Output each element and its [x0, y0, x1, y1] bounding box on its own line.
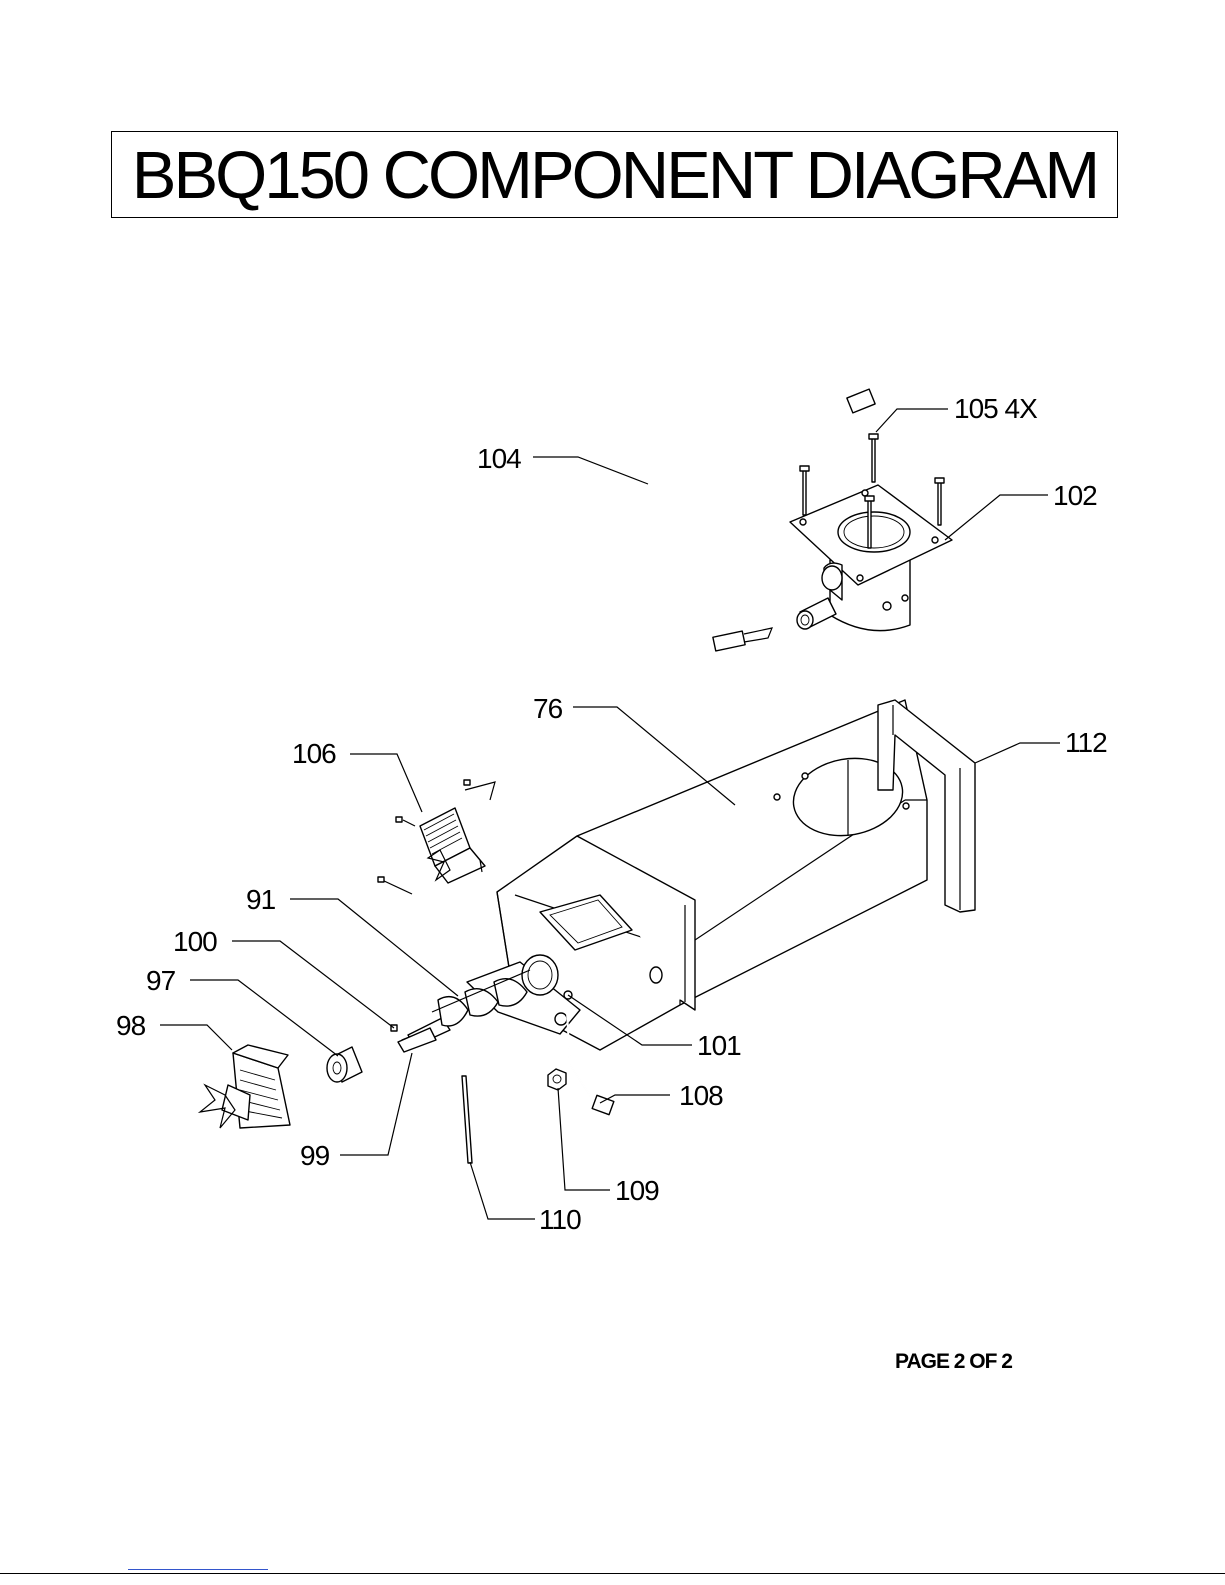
footer-rule [0, 1573, 1225, 1574]
callout-97: 97 [146, 965, 176, 996]
callout-110: 110 [539, 1204, 581, 1235]
callout-104: 104 [477, 443, 521, 474]
part-110-rod [462, 1076, 472, 1163]
part-76-auger-tube [467, 700, 927, 1050]
callout-99: 99 [300, 1140, 330, 1171]
part-109-nut [548, 1069, 566, 1090]
part-98-auger-motor [200, 1045, 290, 1128]
footer-link-underline[interactable] [128, 1569, 268, 1570]
callout-106: 106 [292, 738, 336, 769]
callout-76: 76 [533, 693, 563, 724]
callout-98: 98 [116, 1010, 146, 1041]
callout-102: 102 [1053, 480, 1097, 511]
page-number: PAGE 2 OF 2 [895, 1350, 1012, 1374]
callout-91: 91 [246, 884, 276, 915]
callout-112: 112 [1065, 727, 1107, 758]
part-106-combustion-fan [378, 780, 495, 894]
callout-105: 105 4X [954, 393, 1038, 424]
callout-109: 109 [615, 1175, 659, 1206]
callout-101: 101 [697, 1030, 741, 1061]
callout-100: 100 [173, 926, 217, 957]
callout-108: 108 [679, 1080, 723, 1111]
